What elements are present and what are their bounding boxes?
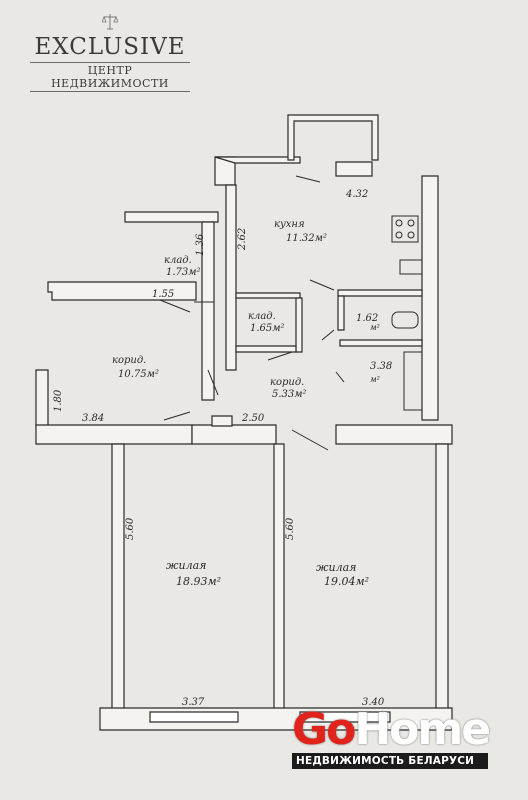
gohome-logo: GoHome (292, 708, 491, 752)
room-living1-name: жилая (166, 559, 207, 572)
brand-name: EXCLUSIVE (34, 34, 186, 60)
dim-corridor-bottom: 3.84 (82, 413, 105, 424)
room-living2-name: жилая (316, 561, 357, 574)
dim-corridor-side: 1.80 (53, 389, 64, 412)
wall-storage-right (201, 221, 215, 401)
wall-living-divider (273, 443, 285, 711)
gohome-logo-rest: Home (354, 704, 491, 755)
dim-mid-top: 2.50 (242, 413, 265, 424)
gohome-logo-lead: Go (292, 704, 356, 755)
scales-icon (102, 14, 118, 30)
room-corridor2-area: 5.33м² (272, 389, 307, 400)
gohome-watermark: GoHome НЕДВИЖИМОСТЬ БЕЛАРУСИ (292, 708, 491, 769)
wall-kitchen-inner-left (225, 184, 237, 371)
wall-bath-mid (339, 339, 423, 347)
window-bottom-2 (299, 711, 391, 723)
stove-icon (391, 215, 419, 243)
room-toilet-area: 1.62 (356, 313, 379, 324)
brand-logo: EXCLUSIVE ЦЕНТР НЕДВИЖИМОСТИ (20, 12, 200, 92)
dim-kitchen-top: 4.32 (346, 189, 369, 200)
room-toilet-unit: м² (370, 323, 380, 332)
wall-living-right (435, 443, 449, 711)
wall-storage-top (124, 211, 219, 223)
room-kitchen-name: кухня (274, 219, 305, 230)
room-corridor2-name: корид. (270, 377, 305, 388)
wall-mid-right (335, 424, 453, 445)
wall-corridor-left (47, 281, 197, 301)
room-storage2-name: клад. (248, 311, 276, 322)
gohome-tagline: НЕДВИЖИМОСТЬ БЕЛАРУСИ (292, 753, 488, 769)
room-corridor1-area: 10.75м² (118, 369, 159, 380)
dim-kitchen-side: 2.62 (237, 227, 248, 250)
wall-mid-horizontal (35, 424, 193, 445)
dim-living1-bottom: 3.37 (182, 697, 205, 708)
wall-balcony (287, 114, 379, 161)
room-bathroom-area: 3.38 (370, 361, 393, 372)
room-storage1-area: 1.73м² (166, 267, 201, 278)
room-living1-area: 18.93м² (176, 575, 222, 588)
room-kitchen-area: 11.32м² (286, 233, 327, 244)
wall-kitchen-vent (335, 161, 373, 177)
dim-storage-bottom: 1.55 (152, 289, 175, 300)
wall-left-stub (35, 369, 49, 429)
wall-kitchen-right (421, 175, 439, 421)
wall-kitchen-top (214, 156, 301, 164)
wall-bath-top (337, 289, 423, 297)
dim-storage-side: 1.36 (195, 233, 206, 256)
window-bottom (149, 711, 239, 723)
room-bathroom-unit: м² (370, 375, 380, 384)
wall-storage2-bottom (235, 345, 297, 353)
brand-subtitle: ЦЕНТР НЕДВИЖИМОСТИ (30, 62, 190, 92)
dim-living2-side: 5.60 (285, 517, 296, 540)
door-swing (159, 175, 345, 451)
toilet-icon (391, 311, 419, 329)
wall-living-left (111, 443, 125, 711)
dim-living1-side: 5.60 (125, 517, 136, 540)
wall-mid-center (191, 424, 277, 445)
room-living2-area: 19.04м² (324, 575, 370, 588)
sink-icon (399, 259, 423, 275)
dim-living2-bottom: 3.40 (362, 697, 385, 708)
bathtub-icon (403, 351, 423, 411)
wall-center-stub (211, 415, 233, 427)
wall-bath-left (337, 295, 345, 331)
wall-storage2-top (235, 292, 301, 299)
wall-storage2-right (295, 297, 303, 353)
room-storage1-name: клад. (164, 255, 192, 266)
room-corridor1-name: корид. (112, 355, 147, 366)
room-storage2-area: 1.65м² (250, 323, 285, 334)
